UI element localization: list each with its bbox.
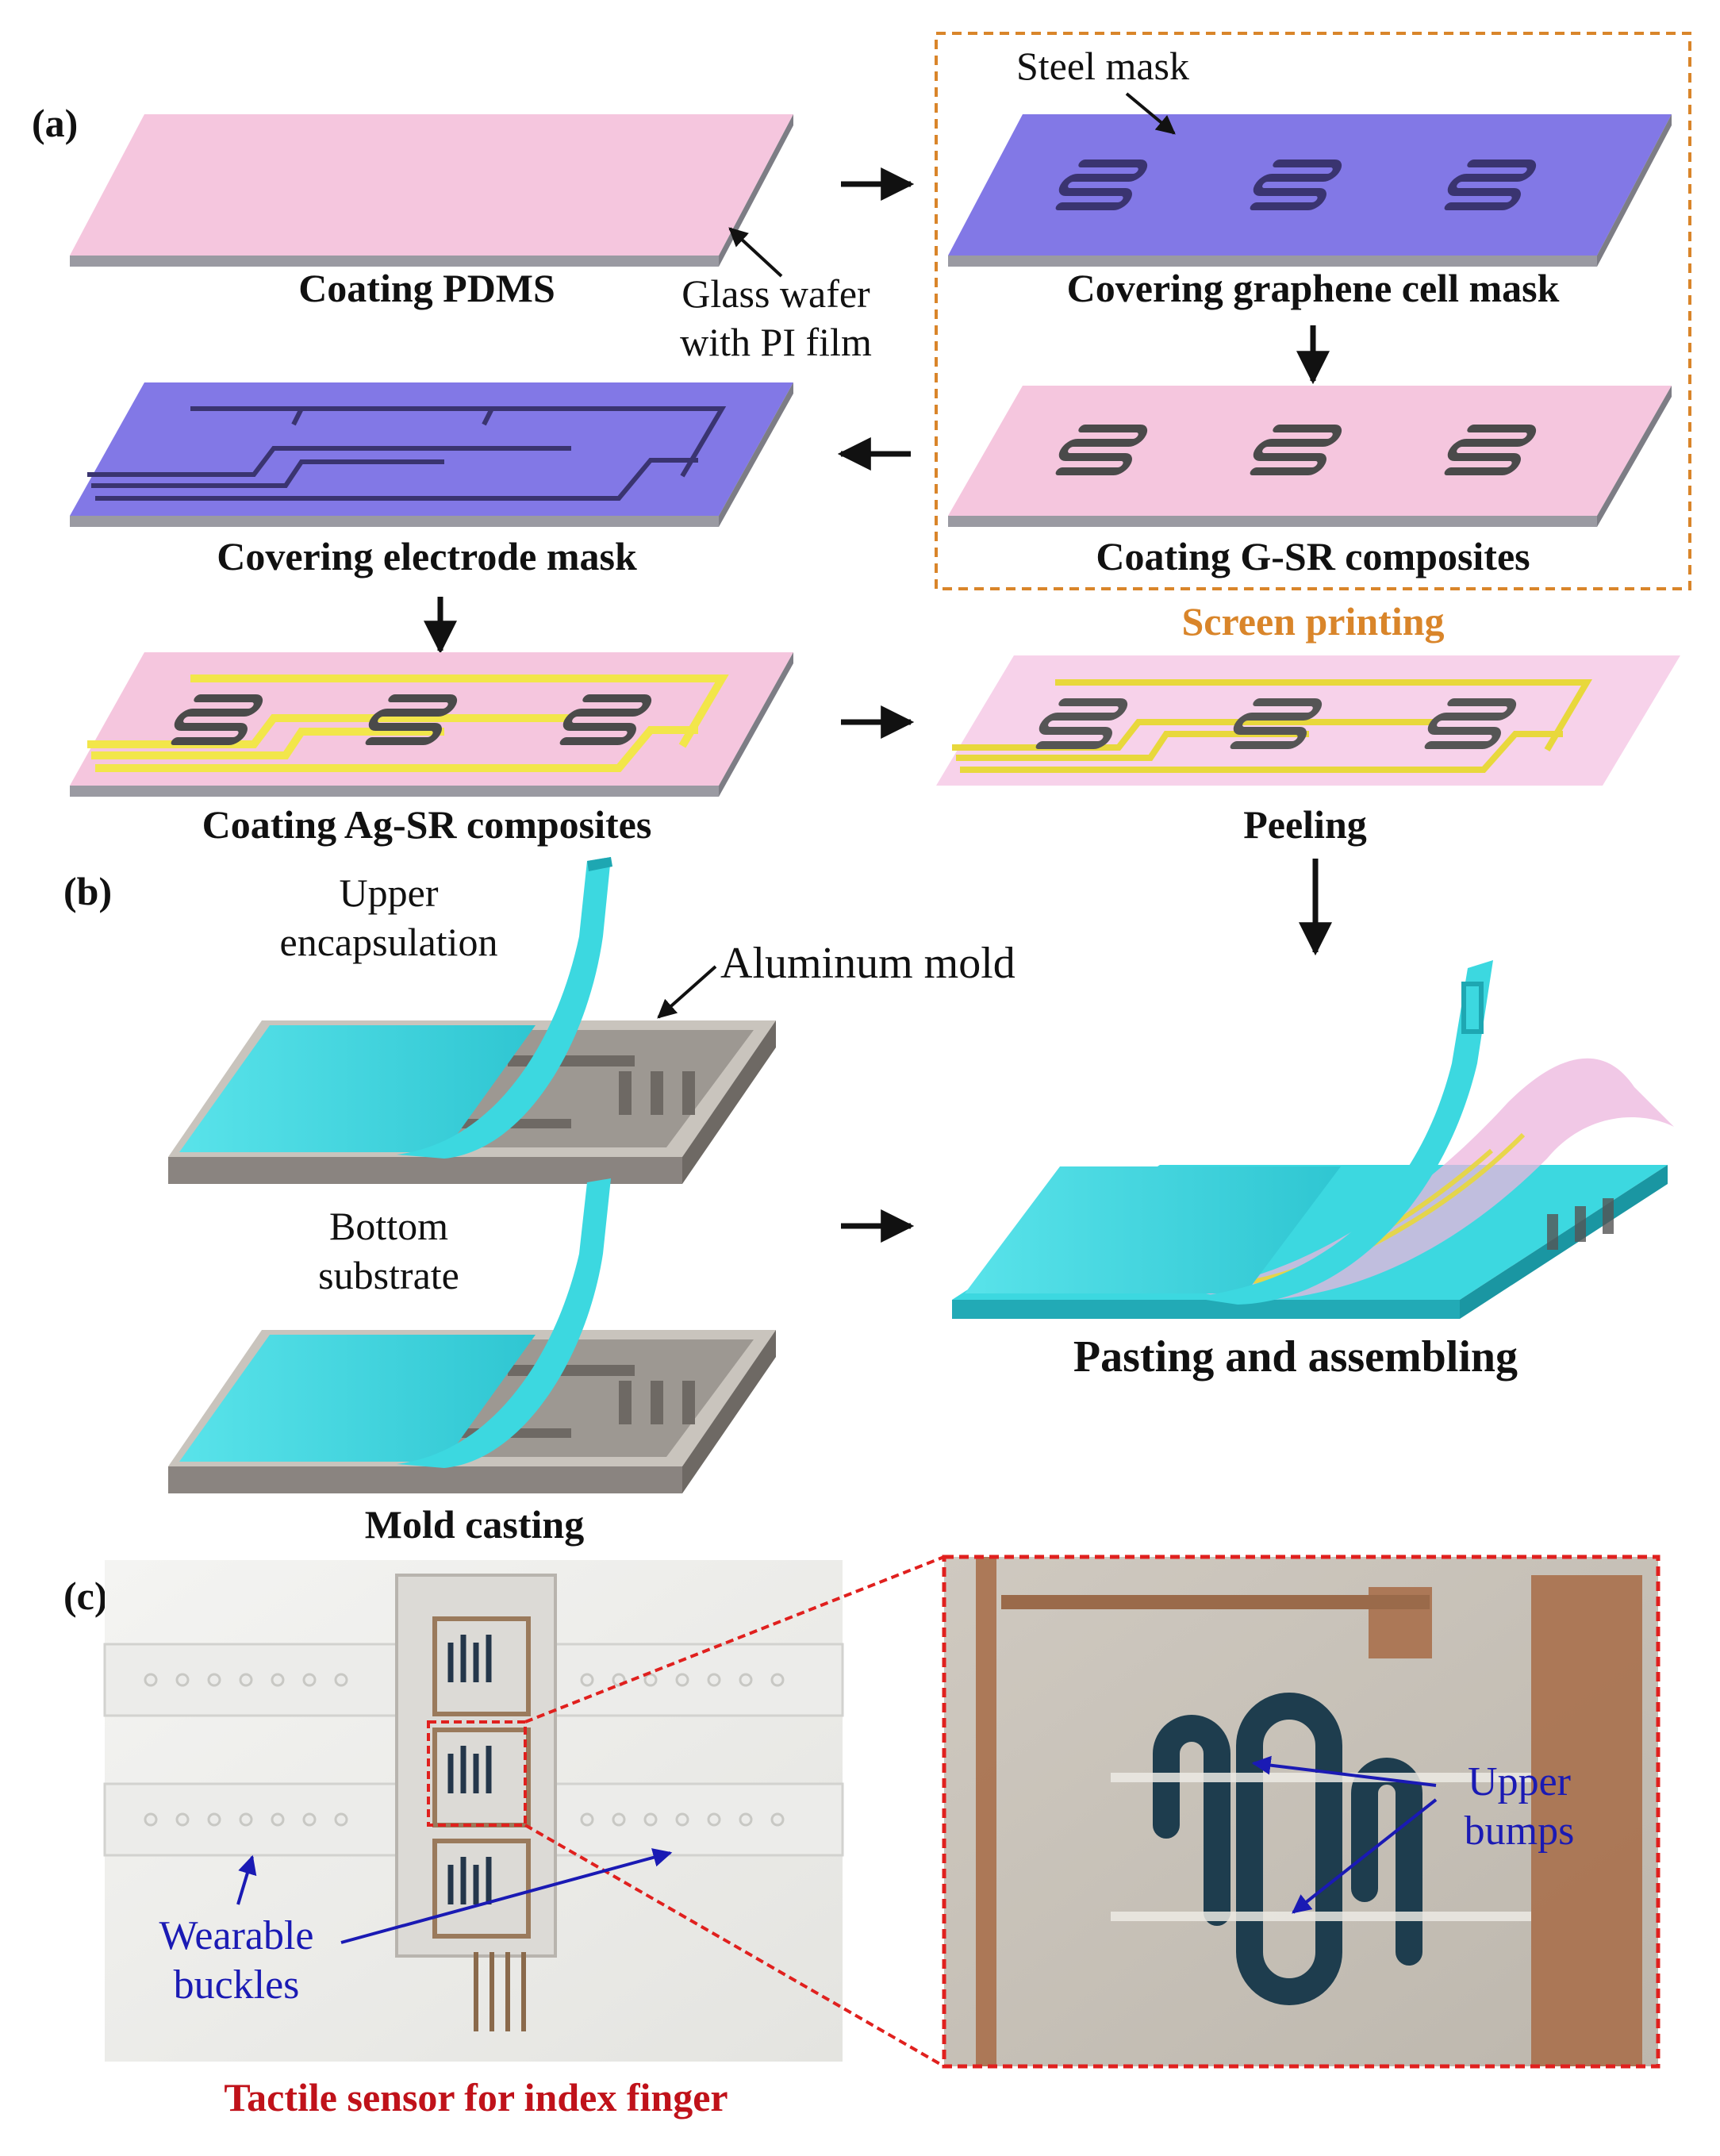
aluminum-mold-pointer [657,965,717,1019]
upper-bumps-pointer-2 [1292,1798,1438,1914]
pdms-slab [70,114,793,267]
glass-wafer-label-2: with PI film [680,320,872,364]
glass-wafer-pointer [728,227,783,278]
gsr-slab [948,386,1672,527]
electrode-mask-slab [70,382,793,527]
screen-printing-box [935,32,1691,590]
mold-casting-label: Mold casting [365,1502,584,1547]
wearable-buckles-label-2: buckles [174,1962,300,2008]
panel-label-c: (c) [63,1574,108,1618]
glass-wafer-label-1: Glass wafer [681,271,870,316]
upper-bumps-pointer-1 [1251,1755,1437,1787]
bottom-substrate-label-1: Bottom [329,1204,448,1248]
panel-label-a: (a) [32,101,78,145]
pasting-label: Pasting and assembling [1073,1332,1518,1382]
steel-mask-label: Steel mask [1016,44,1189,88]
sensor-photo [103,1560,844,2062]
upper-encapsulation-label-1: Upper [340,870,439,915]
coating-pdms-label: Coating PDMS [298,266,555,310]
agsr-slab [70,652,793,797]
buckle-pointer-1 [236,1854,257,1905]
assembled-sensor [952,960,1674,1319]
covering-graphene-label: Covering graphene cell mask [1067,266,1560,310]
steel-mask-pointer [1125,92,1176,135]
tactile-sensor-caption: Tactile sensor for index finger [224,2075,728,2119]
coating-agsr-label: Coating Ag-SR composites [202,802,652,847]
covering-electrode-label: Covering electrode mask [217,534,637,578]
zoom-line-bottom [524,1824,945,2068]
peeling-label: Peeling [1243,802,1367,847]
zoom-line-top [524,1555,945,1724]
wearable-buckles-label-1: Wearable [159,1913,314,1958]
upper-encapsulation-label-2: encapsulation [280,920,498,964]
coating-gsr-label: Coating G-SR composites [1096,534,1530,578]
zoomed-photo [942,1555,1660,2069]
bottom-substrate-label-2: substrate [318,1253,459,1297]
upper-mold [168,857,776,1184]
screen-printing-label: Screen printing [1181,599,1444,644]
panel-label-b: (b) [63,869,112,913]
peeled-film [936,655,1680,786]
buckle-pointer-2 [340,1848,673,1944]
upper-bumps-label-1: Upper [1468,1759,1571,1804]
graphene-mask-slab [948,114,1672,267]
upper-bumps-label-2: bumps [1465,1808,1575,1854]
bottom-mold [168,1178,776,1493]
aluminum-mold-label: Aluminum mold [720,939,1015,988]
